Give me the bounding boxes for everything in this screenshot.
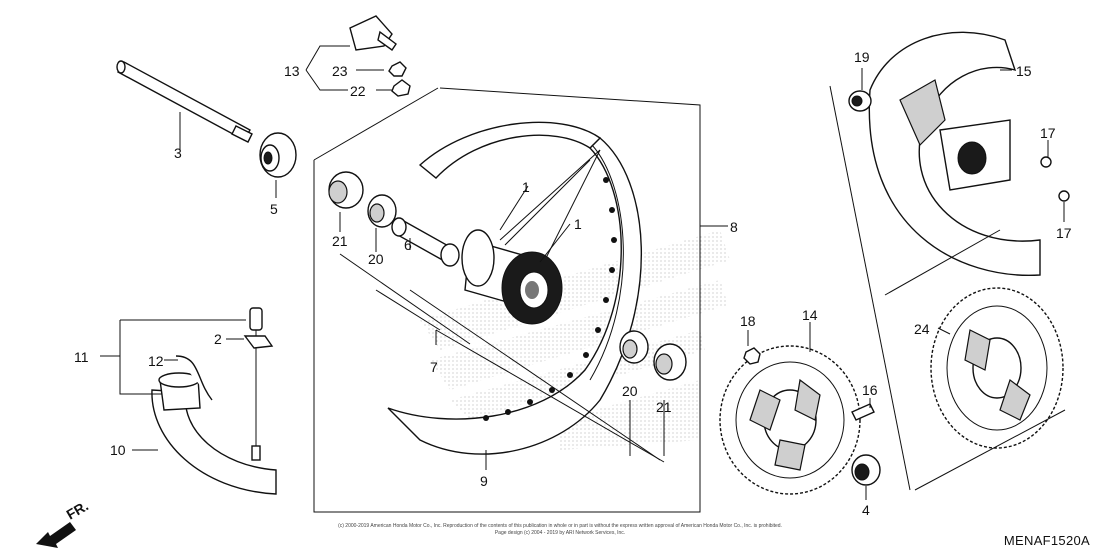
callout-4: 4 (862, 502, 870, 518)
callout-10: 10 (110, 442, 126, 458)
callout-3: 3 (174, 145, 182, 161)
callout-21b: 21 (656, 399, 672, 415)
callout-1b: 1 (574, 216, 582, 232)
callout-11: 11 (74, 349, 89, 365)
front-direction-arrow: FR. (36, 497, 91, 548)
distance-collar-part (391, 217, 460, 267)
bearing-right (619, 330, 687, 381)
callout-17b: 17 (1056, 225, 1072, 241)
wheel-assembly (387, 121, 642, 455)
callout-8: 8 (730, 219, 738, 235)
callout-labels: 1 1 2 3 4 5 6 7 8 9 10 11 12 13 14 15 16… (74, 49, 1072, 518)
copyright-line-1: (c) 2000-2019 American Honda Motor Co., … (338, 523, 782, 529)
alt-disc-part (930, 287, 1064, 449)
callout-15: 15 (1016, 63, 1032, 79)
brake-disc-part (719, 345, 881, 495)
callout-7: 7 (430, 359, 438, 375)
callout-14: 14 (802, 307, 818, 323)
copyright-notice: (c) 2000-2019 American Honda Motor Co., … (338, 523, 782, 536)
callout-12: 12 (148, 353, 164, 369)
callout-18: 18 (740, 313, 756, 329)
bearing-left (328, 171, 397, 228)
callout-20a: 20 (368, 251, 384, 267)
leader-lines (100, 45, 1065, 500)
callout-22: 22 (350, 83, 366, 99)
axle-part (116, 60, 253, 143)
callout-17a: 17 (1040, 125, 1056, 141)
callout-16: 16 (862, 382, 878, 398)
callout-5: 5 (270, 201, 278, 217)
callout-6: 6 (404, 237, 412, 253)
callout-2: 2 (214, 331, 222, 347)
group-frame-right (829, 85, 1066, 491)
assembly-frame (313, 87, 701, 513)
rim-clip-part (349, 15, 411, 97)
callout-21a: 21 (332, 233, 348, 249)
callout-19: 19 (854, 49, 870, 65)
callout-24: 24 (914, 321, 930, 337)
diagram-code: MENAF1520A (1004, 533, 1090, 548)
callout-23: 23 (332, 63, 348, 79)
tire-part (151, 307, 277, 495)
callout-9: 9 (480, 473, 488, 489)
copyright-line-2: Page design (c) 2004 - 2019 by ARI Netwo… (495, 530, 625, 536)
collar-part (259, 132, 297, 178)
callout-20b: 20 (622, 383, 638, 399)
disc-cover-part (848, 31, 1070, 277)
callout-1a: 1 (522, 179, 530, 195)
front-label: FR. (64, 497, 92, 522)
callout-13: 13 (284, 63, 300, 79)
